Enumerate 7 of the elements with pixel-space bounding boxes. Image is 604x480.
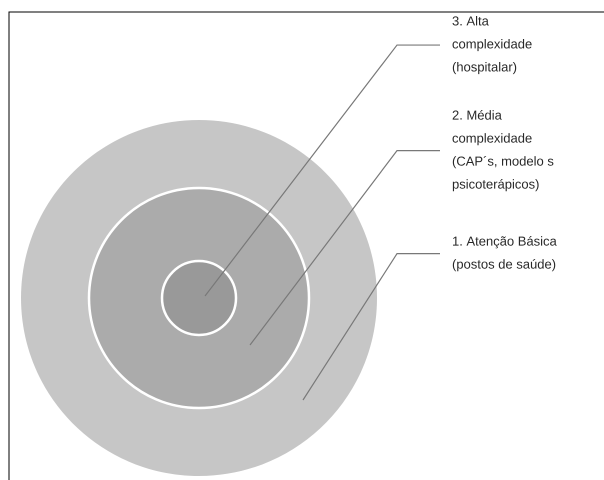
level-label: 2. Média complexidade (CAP´s, modelo s psicoterápicos) [452, 110, 554, 192]
level-label: 1. Atenção Básica (postos de saúde) [452, 236, 557, 272]
ring-circle [160, 260, 238, 336]
leader-line [204, 44, 440, 296]
leader-line [302, 253, 440, 400]
leader-line [250, 150, 440, 346]
level-label: 3. Alta complexidade (hospitalar) [452, 16, 532, 74]
